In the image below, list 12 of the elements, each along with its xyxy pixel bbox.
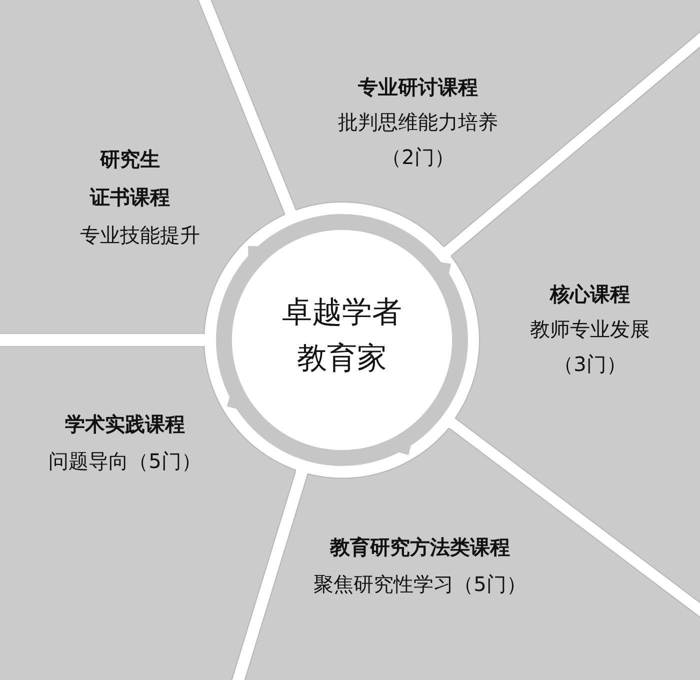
course-heading: 学术实践课程 — [64, 410, 186, 438]
course-description: 教师专业发展（3门） — [528, 316, 651, 378]
course-heading: 教育研究方法类课程 — [328, 534, 511, 561]
center-title: 卓越学者教育家 — [281, 294, 403, 378]
course-heading: 证书课程 — [88, 184, 171, 211]
course-description: 问题导向（5门） — [48, 448, 202, 475]
course-description: 批判思维能力培养（2门） — [336, 109, 499, 171]
course-heading: 研究生 — [98, 146, 161, 173]
course-description: 专业技能提升 — [79, 222, 201, 249]
course-heading: 专业研讨课程 — [356, 74, 479, 101]
course-heading: 核心课程 — [548, 281, 631, 308]
course-description: 聚焦研究性学习（5门） — [312, 570, 528, 598]
